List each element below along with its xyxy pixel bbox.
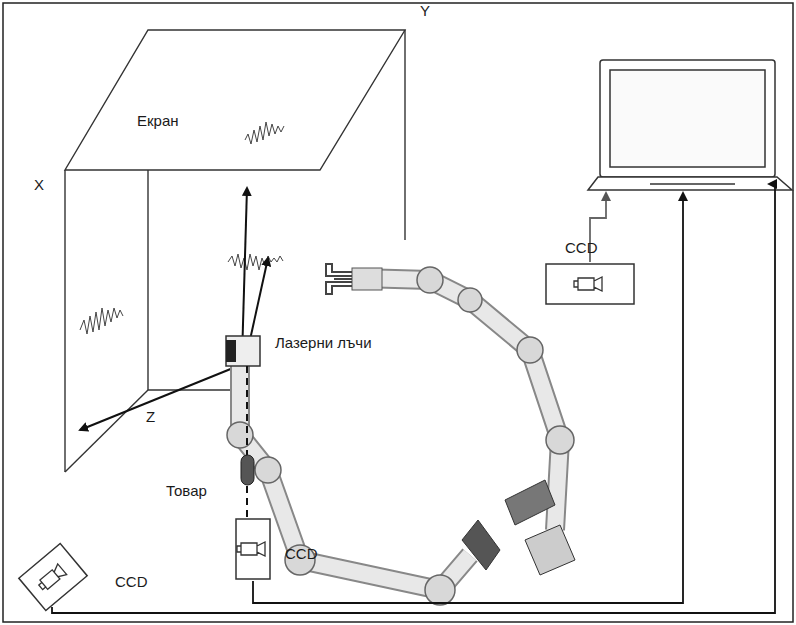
load-pill bbox=[241, 455, 254, 485]
part-label: Товар bbox=[166, 482, 207, 499]
screen-plane: Екран bbox=[65, 30, 405, 170]
camera-label: CCD bbox=[285, 545, 318, 562]
node-outline bbox=[235, 518, 271, 580]
axis-label: Y bbox=[420, 2, 430, 19]
node-outline bbox=[25, 555, 81, 599]
camera-symbol bbox=[36, 564, 66, 593]
wires bbox=[52, 184, 775, 613]
camera-label: CCD bbox=[565, 239, 598, 256]
ccd-camera: CCD bbox=[545, 263, 635, 305]
axis-label: X bbox=[34, 176, 44, 193]
laptop bbox=[588, 60, 792, 190]
camera-label: CCD bbox=[115, 573, 148, 590]
camera-symbol bbox=[237, 542, 265, 556]
part-label: Лазерни лъчи bbox=[275, 334, 372, 351]
screen-outline bbox=[65, 30, 405, 170]
laser-spots bbox=[80, 122, 284, 334]
node-outline bbox=[65, 30, 405, 170]
screen-label: Екран bbox=[137, 112, 179, 129]
ccd-camera: CCD bbox=[25, 555, 81, 599]
robot-arm bbox=[226, 264, 575, 605]
frame-border bbox=[3, 3, 793, 622]
ccd-camera: CCD bbox=[235, 518, 271, 580]
dashed-axis bbox=[246, 366, 248, 520]
camera-symbol bbox=[574, 277, 602, 291]
camera-box bbox=[19, 544, 87, 611]
node-outline bbox=[545, 263, 635, 305]
axis-label: Z bbox=[146, 408, 155, 425]
camera-box bbox=[236, 519, 270, 579]
camera-box bbox=[546, 264, 634, 304]
